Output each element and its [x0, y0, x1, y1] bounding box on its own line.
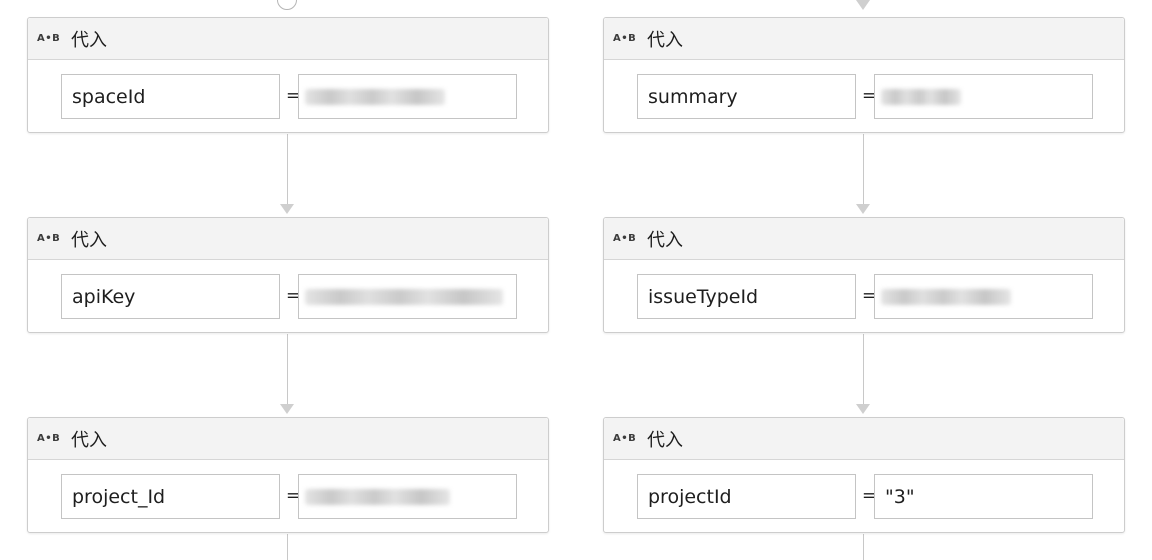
value-field[interactable]	[298, 74, 517, 119]
activity-title: 代入	[71, 229, 107, 251]
connector-line	[287, 134, 288, 204]
flow-start-node-icon[interactable]	[277, 0, 297, 10]
flow-arrow-icon	[856, 404, 870, 414]
assign-activity-issueTypeId[interactable]: A•B 代入 issueTypeId =	[603, 217, 1125, 333]
activity-title: 代入	[647, 429, 683, 451]
assign-icon: A•B	[613, 233, 637, 244]
flow-arrow-icon	[280, 404, 294, 414]
equals-sign: =	[862, 86, 877, 106]
redacted-value	[305, 488, 450, 505]
flow-arrow-icon	[856, 204, 870, 214]
connector-line	[863, 134, 864, 204]
flow-arrow-icon	[280, 204, 294, 214]
connector-line	[863, 534, 864, 560]
assign-activity-apiKey[interactable]: A•B 代入 apiKey =	[27, 217, 549, 333]
activity-title: 代入	[71, 29, 107, 51]
assign-icon: A•B	[613, 33, 637, 44]
assign-icon: A•B	[37, 433, 61, 444]
equals-sign: =	[286, 486, 301, 506]
value-field[interactable]	[298, 474, 517, 519]
value-field[interactable]: "3"	[874, 474, 1093, 519]
activity-header[interactable]: A•B 代入	[604, 418, 1124, 460]
equals-sign: =	[286, 286, 301, 306]
assign-icon: A•B	[613, 433, 637, 444]
variable-field[interactable]: projectId	[637, 474, 856, 519]
redacted-value	[881, 88, 961, 105]
assign-activity-spaceId[interactable]: A•B 代入 spaceId =	[27, 17, 549, 133]
value-field[interactable]	[298, 274, 517, 319]
variable-field[interactable]: apiKey	[61, 274, 280, 319]
assign-activity-summary[interactable]: A•B 代入 summary =	[603, 17, 1125, 133]
flow-arrow-icon	[856, 0, 870, 10]
activity-title: 代入	[647, 29, 683, 51]
equals-sign: =	[286, 86, 301, 106]
activity-header[interactable]: A•B 代入	[604, 218, 1124, 260]
activity-header[interactable]: A•B 代入	[28, 18, 548, 60]
variable-field[interactable]: project_Id	[61, 474, 280, 519]
activity-header[interactable]: A•B 代入	[28, 218, 548, 260]
variable-field[interactable]: summary	[637, 74, 856, 119]
activity-title: 代入	[647, 229, 683, 251]
activity-header[interactable]: A•B 代入	[604, 18, 1124, 60]
activity-title: 代入	[71, 429, 107, 451]
equals-sign: =	[862, 486, 877, 506]
activity-header[interactable]: A•B 代入	[28, 418, 548, 460]
value-field[interactable]	[874, 74, 1093, 119]
value-field[interactable]	[874, 274, 1093, 319]
variable-field[interactable]: spaceId	[61, 74, 280, 119]
assign-icon: A•B	[37, 33, 61, 44]
assign-icon: A•B	[37, 233, 61, 244]
redacted-value	[305, 288, 503, 305]
variable-field[interactable]: issueTypeId	[637, 274, 856, 319]
assign-activity-project_Id[interactable]: A•B 代入 project_Id =	[27, 417, 549, 533]
redacted-value	[881, 288, 1011, 305]
redacted-value	[305, 88, 445, 105]
equals-sign: =	[862, 286, 877, 306]
connector-line	[287, 534, 288, 560]
connector-line	[287, 334, 288, 404]
assign-activity-projectId[interactable]: A•B 代入 projectId = "3"	[603, 417, 1125, 533]
connector-line	[863, 334, 864, 404]
